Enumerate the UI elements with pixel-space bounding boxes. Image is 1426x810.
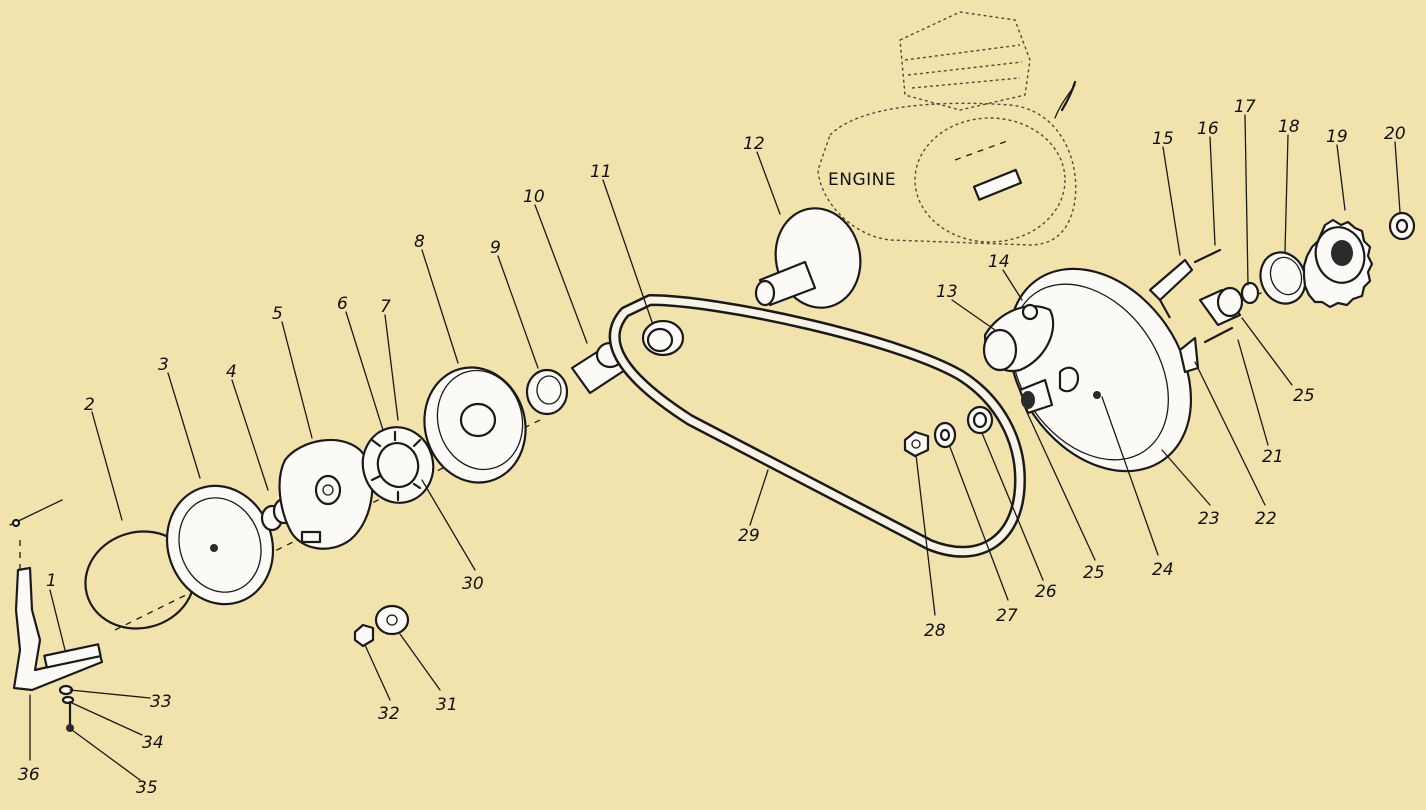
part-31-32-nut-washer <box>353 604 410 648</box>
callout-11: 11 <box>590 162 612 182</box>
callout-28: 28 <box>924 621 946 641</box>
part-3-cover-disc <box>165 484 275 606</box>
part-36-bracket <box>9 499 104 692</box>
part-33-35-hardware <box>58 684 75 732</box>
callout-36: 36 <box>18 765 40 785</box>
part-5-clutch-plate <box>278 438 374 550</box>
callout-3: 3 <box>158 355 169 375</box>
callout-34: 34 <box>142 733 164 753</box>
callout-9: 9 <box>490 238 501 258</box>
callout-13: 13 <box>936 282 958 302</box>
engine-label: ENGINE <box>828 170 896 190</box>
part-11-bushing <box>641 319 685 357</box>
part-19-sprocket <box>1302 218 1374 309</box>
callout-8: 8 <box>414 232 425 252</box>
callout-2: 2 <box>84 395 95 415</box>
callout-19: 19 <box>1326 127 1348 147</box>
leader-lines <box>29 114 1401 781</box>
callout-18: 18 <box>1278 117 1300 137</box>
callout-27: 27 <box>996 606 1018 626</box>
part-7-friction-ring <box>361 426 435 504</box>
callout-22: 22 <box>1255 509 1277 529</box>
callout-12: 12 <box>743 134 765 154</box>
callout-20: 20 <box>1384 124 1406 144</box>
callout-25-lower: 25 <box>1083 563 1105 583</box>
callout-14: 14 <box>988 252 1010 272</box>
part-20-end-washer <box>1388 211 1416 241</box>
callout-10: 10 <box>523 187 545 207</box>
callout-30: 30 <box>462 574 484 594</box>
callout-6: 6 <box>337 294 348 314</box>
callout-1: 1 <box>46 571 57 591</box>
part-29-v-belt <box>608 294 1026 558</box>
part-8-pulley <box>423 366 527 484</box>
part-15-22-brackets <box>1148 248 1234 374</box>
callout-26: 26 <box>1035 582 1057 602</box>
part-26-28-washers <box>903 405 994 458</box>
callout-35: 35 <box>136 778 158 798</box>
engine-outline: ENGINE <box>817 11 1077 246</box>
callout-25-right: 25 <box>1293 386 1315 406</box>
callout-29: 29 <box>738 526 760 546</box>
callout-4: 4 <box>226 362 237 382</box>
callout-16: 16 <box>1197 119 1219 139</box>
callout-31: 31 <box>436 695 458 715</box>
callout-32: 32 <box>378 704 400 724</box>
callout-17: 17 <box>1234 97 1256 117</box>
callout-24: 24 <box>1152 560 1174 580</box>
part-9-bearing <box>525 368 569 416</box>
callout-21: 21 <box>1262 447 1284 467</box>
part-17-25-bearings <box>1198 251 1307 327</box>
callout-15: 15 <box>1152 129 1174 149</box>
callout-23: 23 <box>1198 509 1220 529</box>
part-12-engine-pulley <box>754 207 862 309</box>
callout-numbers: 1 2 3 4 5 6 7 8 9 10 11 12 13 14 15 16 1… <box>18 97 1406 798</box>
callout-5: 5 <box>272 304 283 324</box>
callout-7: 7 <box>380 297 391 317</box>
callout-33: 33 <box>150 692 172 712</box>
part-23-drum <box>982 267 1193 473</box>
